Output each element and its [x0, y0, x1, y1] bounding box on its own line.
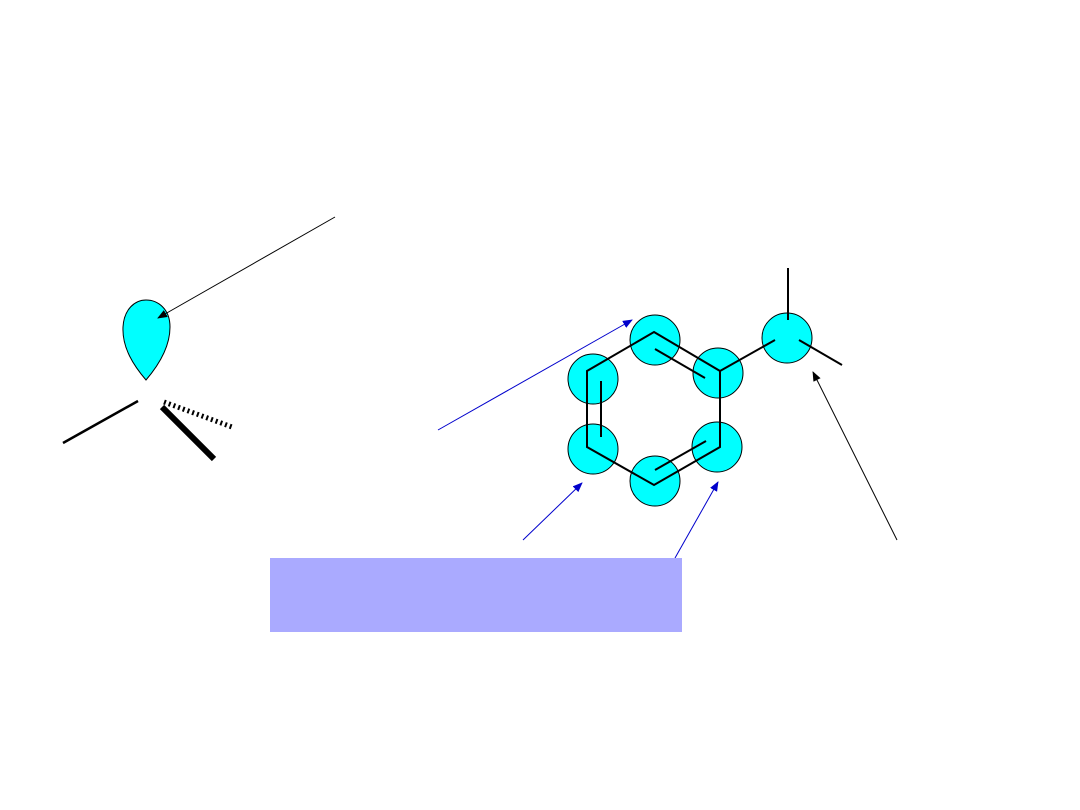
orbital-circle	[691, 421, 743, 473]
orbital-lobe	[122, 299, 171, 381]
benzene-skeleton	[586, 268, 843, 487]
double-bond-inner	[654, 348, 706, 379]
bond-substituent	[719, 339, 776, 372]
arrow-to-lobe	[157, 216, 336, 319]
bond-plain	[62, 399, 139, 445]
blue-arrow-top	[437, 319, 633, 431]
orbital-circle	[692, 347, 744, 399]
bond-hashed	[163, 399, 233, 430]
double-bond-inner	[654, 440, 707, 471]
orbital-circle	[567, 353, 619, 405]
bond-methyl-right	[798, 339, 843, 366]
blue-arrow-lower-right	[674, 481, 719, 559]
orbital-circle	[629, 455, 681, 507]
orbital-circle	[629, 314, 681, 366]
bond-wedge	[159, 404, 217, 462]
lone-pair-structure	[62, 299, 233, 462]
orbital-circle	[761, 312, 813, 364]
p-orbitals	[567, 312, 813, 507]
label-box	[270, 558, 682, 632]
blue-arrow-lower-left	[522, 482, 583, 541]
orbital-circle	[567, 423, 619, 475]
black-arrow-carbocation	[812, 371, 898, 541]
